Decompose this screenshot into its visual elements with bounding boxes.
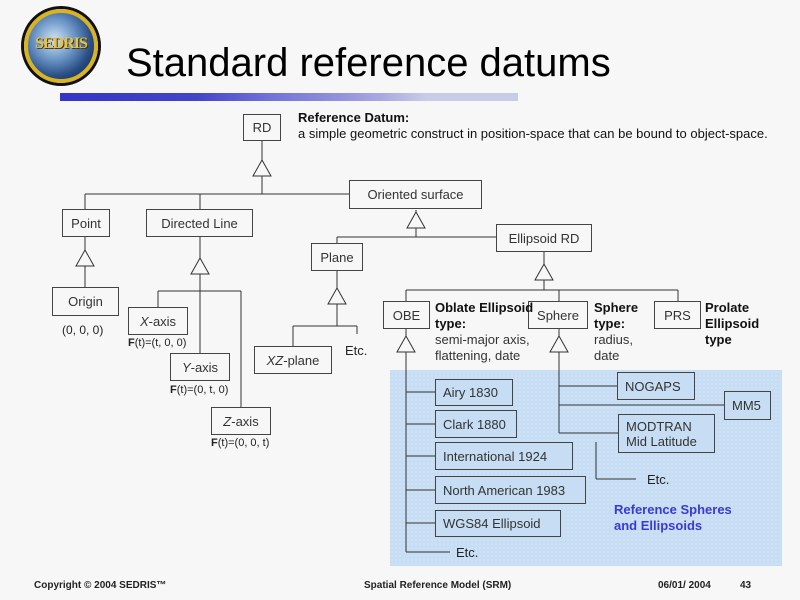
fn-bold: F: [128, 337, 135, 349]
inheritance-triangle-icon: [75, 248, 95, 267]
sphere-description: Sphere type: radius, date: [594, 300, 649, 364]
reference-datum-definition: Reference Datum: a simple geometric cons…: [298, 110, 778, 142]
xz-plane-italic: XZ: [266, 352, 284, 368]
modtran-line1: MODTRAN: [626, 418, 692, 434]
ellipsoid-item[interactable]: Airy 1830: [435, 379, 513, 406]
footer-copyright: Copyright © 2004 SEDRIS™: [34, 580, 167, 591]
node-ellipsoid-rd[interactable]: Ellipsoid RD: [496, 224, 592, 252]
sphere-item-mm5[interactable]: MM5: [724, 391, 771, 420]
node-y-axis[interactable]: Y-axis: [170, 353, 230, 381]
footer-date: 06/01/ 2004: [658, 580, 711, 591]
logo-text: SEDRIS: [35, 35, 88, 52]
node-point[interactable]: Point: [62, 209, 110, 237]
sphere-title: Sphere type:: [594, 300, 639, 331]
prs-title: Prolate Ellipsoid type: [705, 300, 760, 347]
ellipsoid-item[interactable]: WGS84 Ellipsoid: [435, 510, 561, 537]
y-axis-italic: Y: [181, 359, 191, 375]
panel-caption-line2: and Ellipsoids: [614, 518, 703, 533]
node-rd[interactable]: RD: [243, 114, 281, 141]
obe-params: semi-major axis, flattening, date: [435, 332, 530, 363]
definition-heading: Reference Datum:: [298, 110, 410, 125]
node-origin[interactable]: Origin: [52, 287, 119, 316]
fn-bold: F: [211, 437, 218, 449]
x-axis-rest: -axis: [148, 313, 177, 329]
fn-bold: F: [170, 384, 177, 396]
plane-etc: Etc.: [345, 343, 368, 358]
sphere-params: radius, date: [594, 332, 634, 363]
node-directed-line[interactable]: Directed Line: [146, 209, 253, 237]
node-xz-plane[interactable]: XZ-plane: [254, 346, 332, 374]
title-underline-bar: [60, 93, 518, 101]
y-axis-rest: -axis: [190, 359, 219, 375]
obe-description: Oblate Ellipsoid type: semi-major axis, …: [435, 300, 535, 364]
fn-text: (t)=(t, 0, 0): [134, 337, 187, 349]
panel-caption-line1: Reference Spheres: [614, 502, 732, 517]
z-axis-italic: Z: [223, 413, 232, 429]
panel-caption: Reference Spheres and Ellipsoids: [614, 502, 732, 534]
inheritance-triangle-icon: [252, 158, 272, 177]
inheritance-triangle-icon: [396, 334, 416, 353]
ellipsoid-item[interactable]: North American 1983: [435, 476, 586, 504]
inheritance-triangle-icon: [549, 334, 569, 353]
x-axis-italic: X: [139, 313, 149, 329]
node-x-axis[interactable]: X-axis: [128, 307, 188, 335]
sphere-item-nogaps[interactable]: NOGAPS: [617, 372, 695, 400]
definition-text: a simple geometric construct in position…: [298, 126, 768, 141]
page-title: Standard reference datums: [126, 41, 611, 85]
ellipsoid-item[interactable]: Clark 1880: [435, 410, 517, 438]
fn-text: (t)=(0, t, 0): [176, 384, 229, 396]
node-obe[interactable]: OBE: [383, 301, 430, 329]
modtran-line2: Mid Latitude: [626, 433, 697, 449]
origin-coordinates: (0, 0, 0): [62, 323, 104, 337]
inheritance-triangle-icon: [406, 210, 426, 229]
inheritance-triangle-icon: [190, 256, 210, 275]
node-prs[interactable]: PRS: [654, 301, 701, 329]
z-axis-rest: -axis: [231, 413, 259, 429]
ellipsoid-item[interactable]: International 1924: [435, 442, 573, 470]
fn-text: (t)=(0, 0, t): [217, 437, 270, 449]
xz-plane-rest: -plane: [283, 352, 320, 368]
y-axis-function: F(t)=(0, t, 0): [170, 384, 228, 396]
x-axis-function: F(t)=(t, 0, 0): [128, 337, 186, 349]
footer-page-number: 43: [740, 580, 752, 591]
footer-title: Spatial Reference Model (SRM): [364, 580, 512, 591]
node-plane[interactable]: Plane: [311, 243, 363, 271]
sphere-item-modtran[interactable]: MODTRAN Mid Latitude: [618, 414, 715, 453]
z-axis-function: F(t)=(0, 0, t): [211, 437, 269, 449]
spheres-etc: Etc.: [647, 472, 670, 487]
ellipsoids-etc: Etc.: [456, 545, 479, 560]
sedris-logo: SEDRIS: [24, 9, 98, 83]
node-sphere[interactable]: Sphere: [528, 301, 588, 329]
inheritance-triangle-icon: [534, 262, 554, 281]
inheritance-triangle-icon: [327, 286, 347, 305]
node-oriented-surface[interactable]: Oriented surface: [349, 180, 482, 209]
node-z-axis[interactable]: Z-axis: [211, 407, 271, 435]
prs-description: Prolate Ellipsoid type: [705, 300, 771, 348]
obe-title: Oblate Ellipsoid type:: [435, 300, 534, 331]
